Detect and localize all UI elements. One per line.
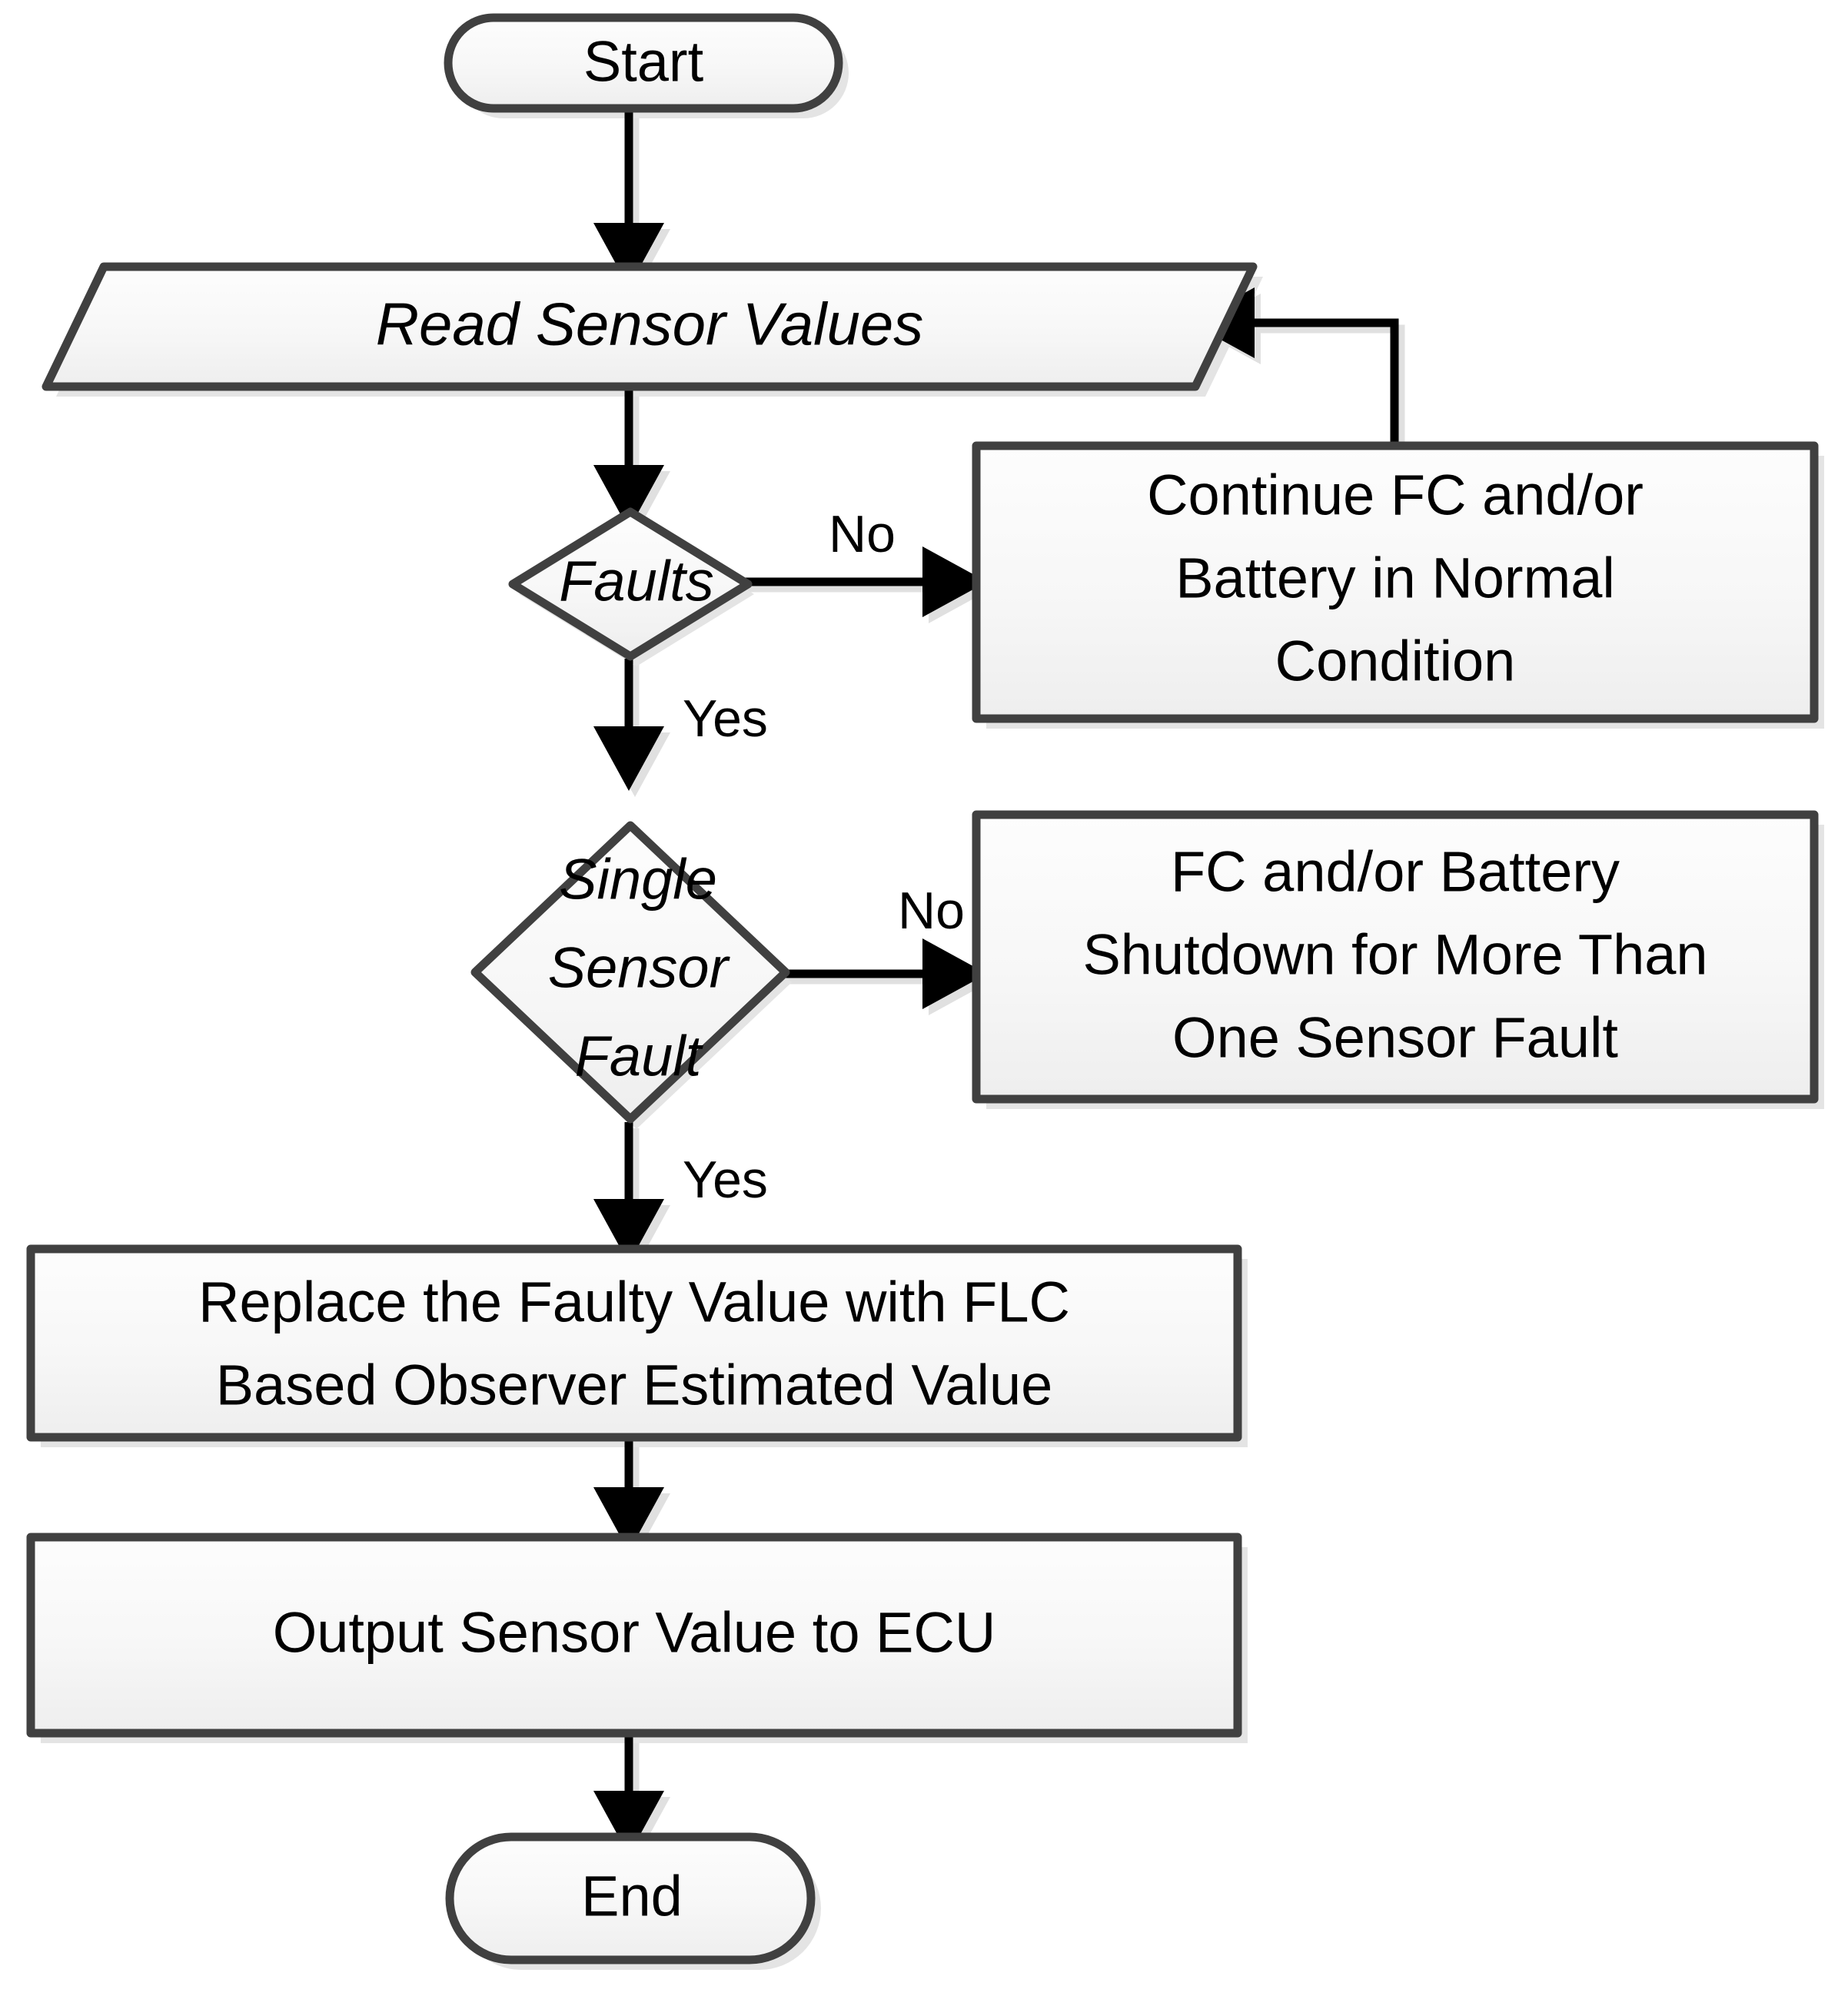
- connector-single-yes: [593, 1122, 664, 1264]
- connector-faults-no: [733, 546, 987, 617]
- node-output-value-label: Output Sensor Value to ECU: [273, 1601, 996, 1665]
- node-single-sensor-fault-decision[interactable]: Single Sensor Fault: [470, 821, 790, 1124]
- node-single-sensor-fault-line1: Single: [559, 848, 717, 912]
- connector-read-to-faults: [593, 386, 664, 530]
- node-output-value[interactable]: Output Sensor Value to ECU: [26, 1533, 1242, 1738]
- connector-output-to-end: [593, 1733, 664, 1855]
- edge-label-faults-yes: Yes: [683, 689, 768, 748]
- connector-faults-yes: [593, 659, 664, 791]
- node-faults-label: Faults: [559, 550, 714, 613]
- node-replace-value-line2: Based Observer Estimated Value: [216, 1353, 1053, 1417]
- node-end[interactable]: End: [445, 1832, 816, 1964]
- node-shutdown-line3: One Sensor Fault: [1172, 1006, 1618, 1070]
- connector-replace-to-output: [593, 1440, 664, 1552]
- node-replace-value[interactable]: Replace the Faulty Value with FLC Based …: [26, 1244, 1242, 1442]
- node-end-label: End: [581, 1865, 683, 1928]
- edge-label-single-yes: Yes: [683, 1151, 768, 1209]
- edge-label-faults-no: No: [829, 505, 896, 563]
- node-read-sensor-values-label: Read Sensor Values: [376, 291, 924, 358]
- node-faults-decision[interactable]: Faults: [508, 507, 753, 661]
- node-continue-normal-line2: Battery in Normal: [1175, 546, 1615, 610]
- node-continue-normal-line1: Continue FC and/or: [1147, 463, 1644, 527]
- node-continue-normal-line3: Condition: [1275, 629, 1516, 693]
- node-start-label: Start: [583, 30, 704, 94]
- connector-single-no: [775, 938, 987, 1009]
- node-shutdown-line2: Shutdown for More Than: [1082, 923, 1707, 987]
- node-shutdown-line1: FC and/or Battery: [1171, 840, 1620, 904]
- edge-labels: No Yes No Yes: [683, 505, 965, 1209]
- node-single-sensor-fault-line3: Fault: [575, 1025, 704, 1088]
- node-single-sensor-fault-line2: Sensor: [548, 936, 731, 1000]
- node-read-sensor-values[interactable]: Read Sensor Values: [42, 262, 1258, 391]
- node-shutdown[interactable]: FC and/or Battery Shutdown for More Than…: [972, 810, 1819, 1104]
- node-continue-normal[interactable]: Continue FC and/or Battery in Normal Con…: [972, 441, 1819, 723]
- node-replace-value-line1: Replace the Faulty Value with FLC: [198, 1270, 1070, 1334]
- edge-label-single-no: No: [898, 882, 965, 940]
- connector-start-to-read: [593, 106, 664, 287]
- node-start[interactable]: Start: [444, 13, 843, 113]
